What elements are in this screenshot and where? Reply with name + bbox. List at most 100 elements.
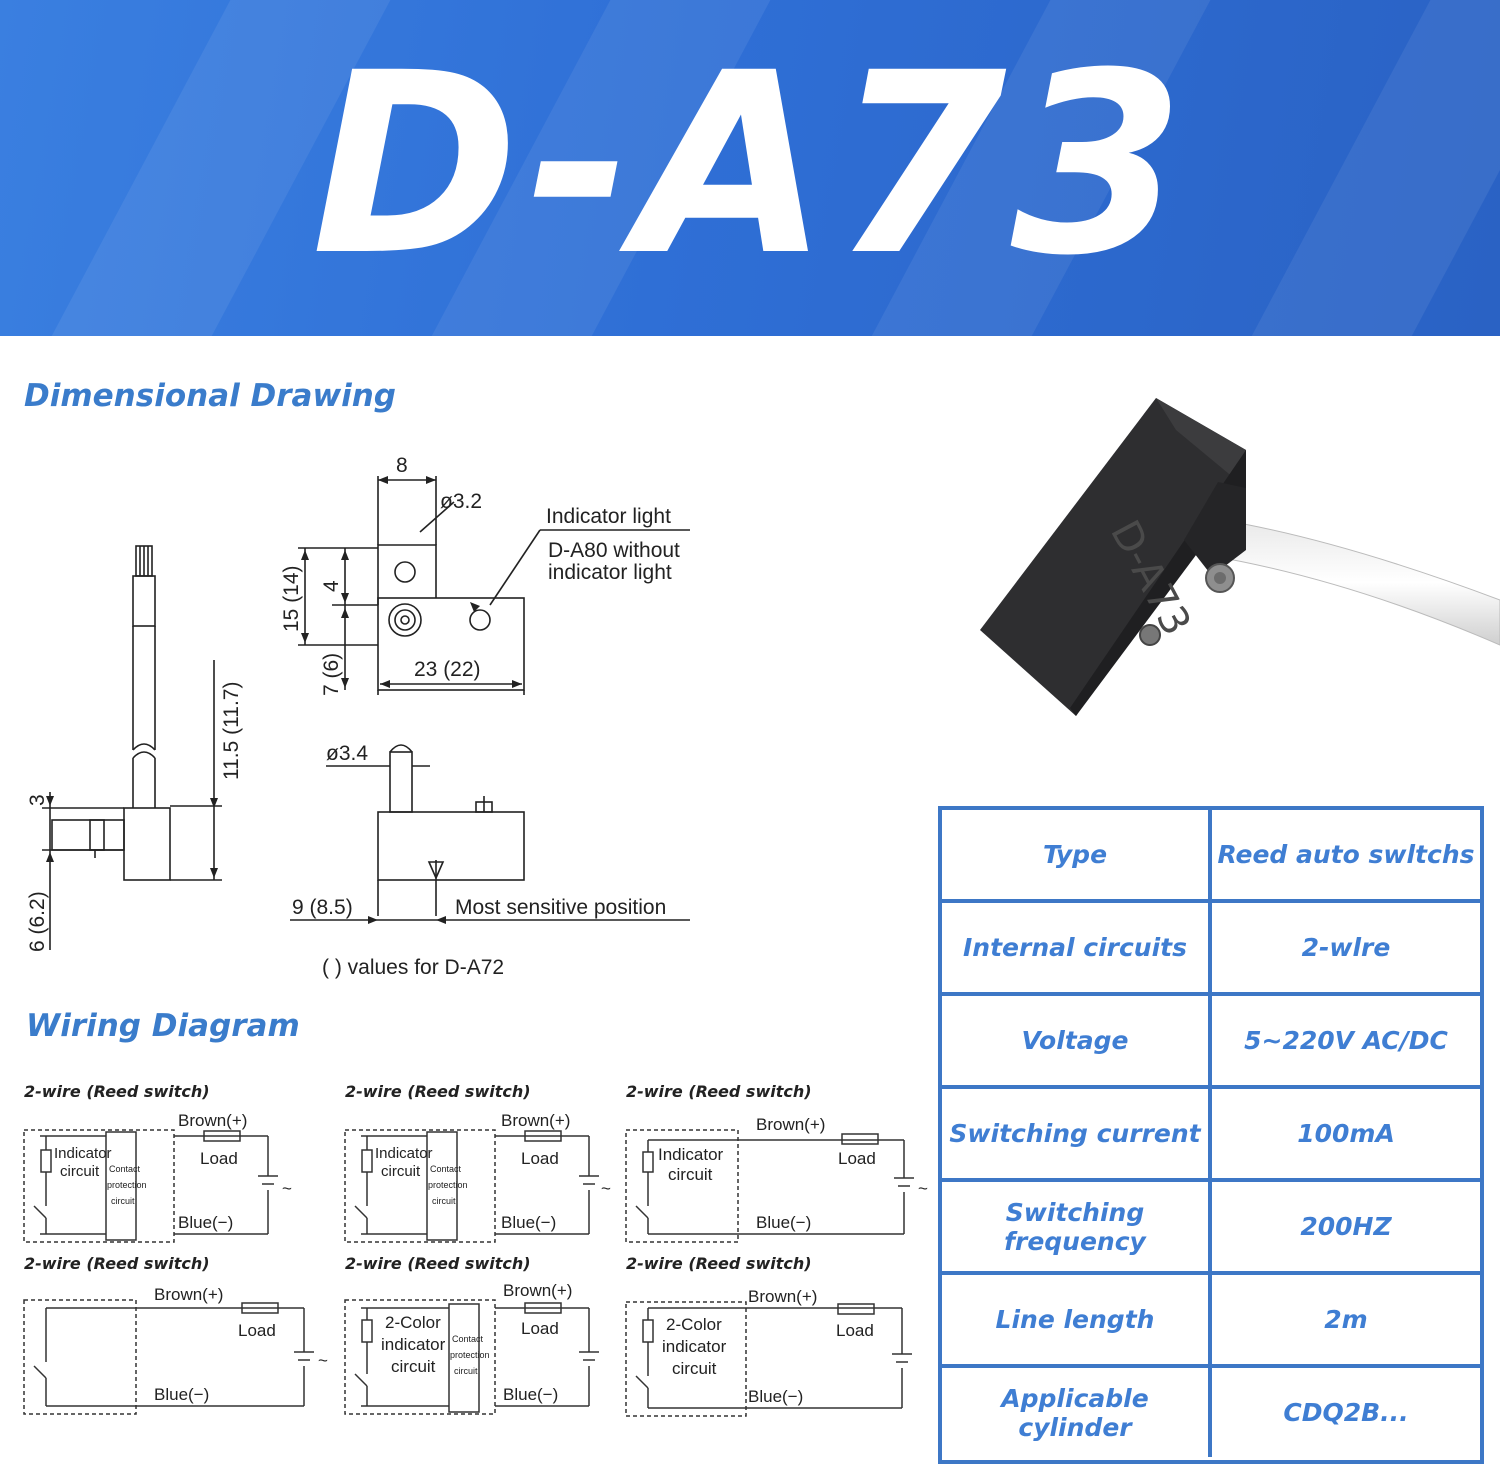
load-label: Load	[521, 1319, 559, 1338]
blue-wire-label: Blue(−)	[154, 1385, 209, 1404]
load-label: Load	[836, 1321, 874, 1340]
wiring-diagram-6: Brown(+) Load Blue(−) 2-Color indicator …	[625, 1287, 912, 1417]
spec-row-applicable-cylinder: Applicable cylinder CDQ2B...	[942, 1368, 1480, 1461]
spec-label: Switching frequency	[942, 1182, 1212, 1271]
contact-protection-label: Contact	[430, 1164, 462, 1174]
load-label: Load	[838, 1149, 876, 1168]
wiring-diagram-5: Brown(+) Load Blue(−) 2-Color indicator …	[344, 1281, 599, 1415]
spec-label: Applicable cylinder	[942, 1368, 1212, 1457]
spec-row-type: Type Reed auto swltchs	[942, 810, 1480, 903]
brown-wire-label: Brown(+)	[503, 1281, 572, 1300]
dim-width-8: 8	[396, 454, 408, 477]
top-view	[298, 476, 690, 695]
wiring-diagram-1: Brown(+) Load Blue(−) ~ Indicator circui…	[23, 1111, 292, 1243]
product-photo: D-A73	[980, 398, 1500, 716]
load-label: Load	[238, 1321, 276, 1340]
indicator-circuit-label: Indicator	[54, 1145, 112, 1162]
wiring-diagram-3: Brown(+) Load Blue(−) ~ Indicator circui…	[625, 1115, 928, 1243]
dim-4: 4	[320, 580, 343, 592]
ac-symbol: ~	[318, 1351, 328, 1370]
dim-length-23: 23 (22)	[414, 658, 481, 681]
wiring-diagram-4: Brown(+) Load Blue(−) ~	[23, 1285, 328, 1415]
dimensional-drawing-heading: Dimensional Drawing	[24, 378, 396, 414]
indicator-circuit-label: Indicator	[658, 1145, 724, 1164]
dimensional-drawing: 8 ø3.2 Indicator light D-A80 without ind…	[26, 454, 690, 979]
contact-protection-label: protection	[428, 1180, 468, 1190]
indicator-circuit-label: circuit	[668, 1165, 713, 1184]
contact-protection-label: circuit	[111, 1196, 135, 1206]
brown-wire-label: Brown(+)	[178, 1111, 247, 1130]
spec-value: 2m	[1324, 1305, 1368, 1334]
spec-table: Type Reed auto swltchs Internal circuits…	[938, 806, 1484, 1464]
title-banner: D-A73	[0, 0, 1500, 336]
dim-3: 3	[26, 794, 49, 806]
wiring-diagram-6-heading: 2-wire (Reed switch)	[626, 1254, 812, 1273]
contact-protection-label: protection	[450, 1350, 490, 1360]
contact-protection-label: Contact	[452, 1334, 484, 1344]
ac-symbol: ~	[918, 1179, 928, 1198]
spec-row-switching-frequency: Switching frequency 200HZ	[942, 1182, 1480, 1275]
load-label: Load	[521, 1149, 559, 1168]
wiring-diagram-heading: Wiring Diagram	[26, 1008, 300, 1044]
two-color-indicator-label: indicator	[662, 1337, 727, 1356]
two-color-indicator-label: indicator	[381, 1335, 446, 1354]
spec-label: Line length	[942, 1275, 1212, 1364]
wiring-diagram-5-heading: 2-wire (Reed switch)	[345, 1254, 531, 1273]
contact-protection-label: Contact	[109, 1164, 141, 1174]
blue-wire-label: Blue(−)	[748, 1387, 803, 1406]
contact-protection-label: circuit	[432, 1196, 456, 1206]
dim-pin-diameter: ø3.4	[326, 742, 368, 765]
two-color-indicator-label: circuit	[391, 1357, 436, 1376]
ac-symbol: ~	[601, 1179, 611, 1198]
spec-label: Type	[942, 810, 1212, 899]
brown-wire-label: Brown(+)	[756, 1115, 825, 1134]
spec-row-switching-current: Switching current 100mA	[942, 1089, 1480, 1182]
indicator-light-label: Indicator light	[546, 505, 671, 528]
load-label: Load	[200, 1149, 238, 1168]
wiring-diagram-2: Brown(+) Load Blue(−) ~ Indicator circui…	[344, 1111, 611, 1243]
values-note: ( ) values for D-A72	[322, 956, 504, 979]
blue-wire-label: Blue(−)	[503, 1385, 558, 1404]
two-color-indicator-label: circuit	[672, 1359, 717, 1378]
spec-label: Voltage	[942, 996, 1212, 1085]
wiring-diagram-2-heading: 2-wire (Reed switch)	[345, 1082, 531, 1101]
spec-value: 200HZ	[1300, 1212, 1392, 1241]
spec-row-internal-circuits: Internal circuits 2-wlre	[942, 903, 1480, 996]
indicator-circuit-label: circuit	[60, 1163, 100, 1180]
product-model-title: D-A73	[311, 19, 1189, 310]
contact-protection-label: protection	[107, 1180, 147, 1190]
spec-row-line-length: Line length 2m	[942, 1275, 1480, 1368]
spec-label: Internal circuits	[942, 903, 1212, 992]
brown-wire-label: Brown(+)	[501, 1111, 570, 1130]
spec-value: Reed auto swltchs	[1217, 840, 1475, 869]
wiring-diagram-3-heading: 2-wire (Reed switch)	[626, 1082, 812, 1101]
wiring-diagram-4-heading: 2-wire (Reed switch)	[24, 1254, 210, 1273]
indicator-circuit-label: circuit	[381, 1163, 421, 1180]
spec-value: 100mA	[1297, 1119, 1395, 1148]
dim-hole-diameter: ø3.2	[440, 490, 482, 513]
two-color-indicator-label: 2-Color	[666, 1315, 722, 1334]
spec-value: CDQ2B...	[1283, 1398, 1409, 1427]
spec-value: 2-wlre	[1301, 933, 1391, 962]
dim-7: 7 (6)	[320, 653, 343, 696]
indicator-circuit-label: Indicator	[375, 1145, 433, 1162]
wiring-diagram-1-heading: 2-wire (Reed switch)	[24, 1082, 210, 1101]
spec-label: Switching current	[942, 1089, 1212, 1178]
spec-value: 5~220V AC/DC	[1244, 1026, 1448, 1055]
spec-row-voltage: Voltage 5~220V AC/DC	[942, 996, 1480, 1089]
front-view	[290, 744, 690, 921]
dim-height-15: 15 (14)	[280, 565, 303, 632]
dim-11-5: 11.5 (11.7)	[220, 682, 243, 780]
most-sensitive-label: Most sensitive position	[455, 896, 666, 919]
d-a80-note-line2: indicator light	[548, 561, 672, 584]
brown-wire-label: Brown(+)	[748, 1287, 817, 1306]
d-a80-note-line1: D-A80 without	[548, 539, 680, 562]
blue-wire-label: Blue(−)	[756, 1213, 811, 1232]
two-color-indicator-label: 2-Color	[385, 1313, 441, 1332]
contact-protection-label: circuit	[454, 1366, 478, 1376]
ac-symbol: ~	[282, 1179, 292, 1198]
dim-6: 6 (6.2)	[26, 891, 49, 952]
blue-wire-label: Blue(−)	[178, 1213, 233, 1232]
dim-9: 9 (8.5)	[292, 896, 353, 919]
side-view	[51, 545, 171, 881]
